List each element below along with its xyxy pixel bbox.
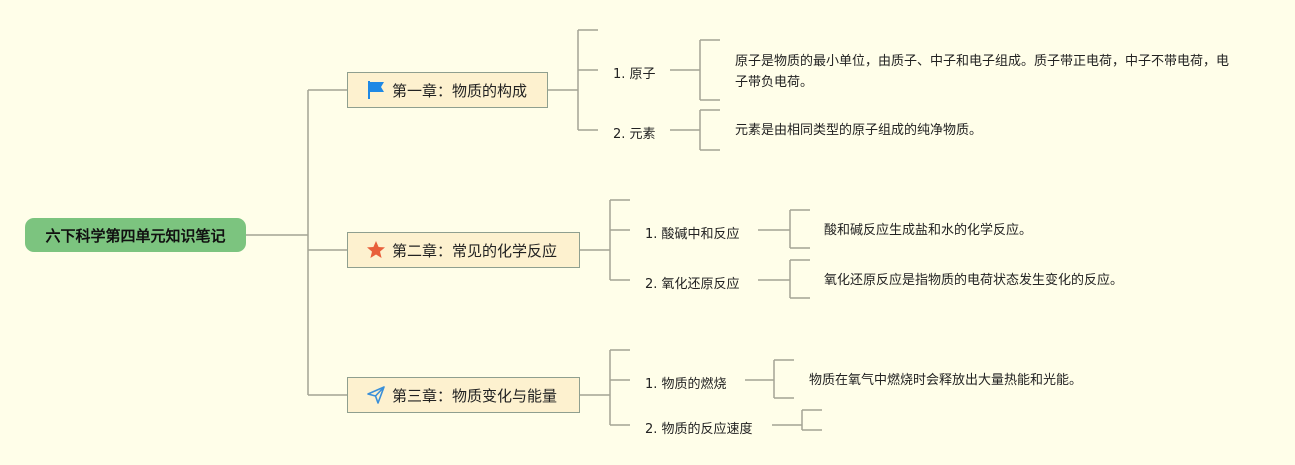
topic-description: 酸和碱反应生成盐和水的化学反应。 xyxy=(824,223,1033,238)
topic-description: 氧化还原反应是指物质的电荷状态发生变化的反应。 xyxy=(824,273,1124,288)
topic-description: 元素是由相同类型的原子组成的纯净物质。 xyxy=(735,123,983,138)
paper-plane-icon xyxy=(366,385,386,405)
chapter-node-2[interactable]: 第二章：常见的化学反应 xyxy=(347,232,580,268)
chapter-node-3[interactable]: 第三章：物质变化与能量 xyxy=(347,377,580,413)
chapter-label: 第三章：物质变化与能量 xyxy=(392,386,558,405)
chapter-label: 第二章：常见的化学反应 xyxy=(392,241,558,260)
root-node[interactable]: 六下科学第四单元知识笔记 xyxy=(25,218,246,252)
root-label: 六下科学第四单元知识笔记 xyxy=(45,226,226,245)
chapter-node-1[interactable]: 第一章：物质的构成 xyxy=(347,72,548,108)
topic-node[interactable]: 2. 氧化还原反应 xyxy=(645,277,740,292)
topic-node[interactable]: 1. 原子 xyxy=(613,67,656,82)
flag-icon xyxy=(366,80,386,100)
topic-node[interactable]: 2. 元素 xyxy=(613,127,656,142)
topic-description: 原子是物质的最小单位，由质子、中子和电子组成。质子带正电荷，中子不带电荷，电子带… xyxy=(735,54,1230,90)
topic-node[interactable]: 1. 物质的燃烧 xyxy=(645,377,727,392)
topic-description: 物质在氧气中燃烧时会释放出大量热能和光能。 xyxy=(809,373,1083,388)
chapter-label: 第一章：物质的构成 xyxy=(392,81,528,100)
star-icon xyxy=(366,240,386,260)
topic-node[interactable]: 1. 酸碱中和反应 xyxy=(645,227,740,242)
topic-node[interactable]: 2. 物质的反应速度 xyxy=(645,422,753,437)
